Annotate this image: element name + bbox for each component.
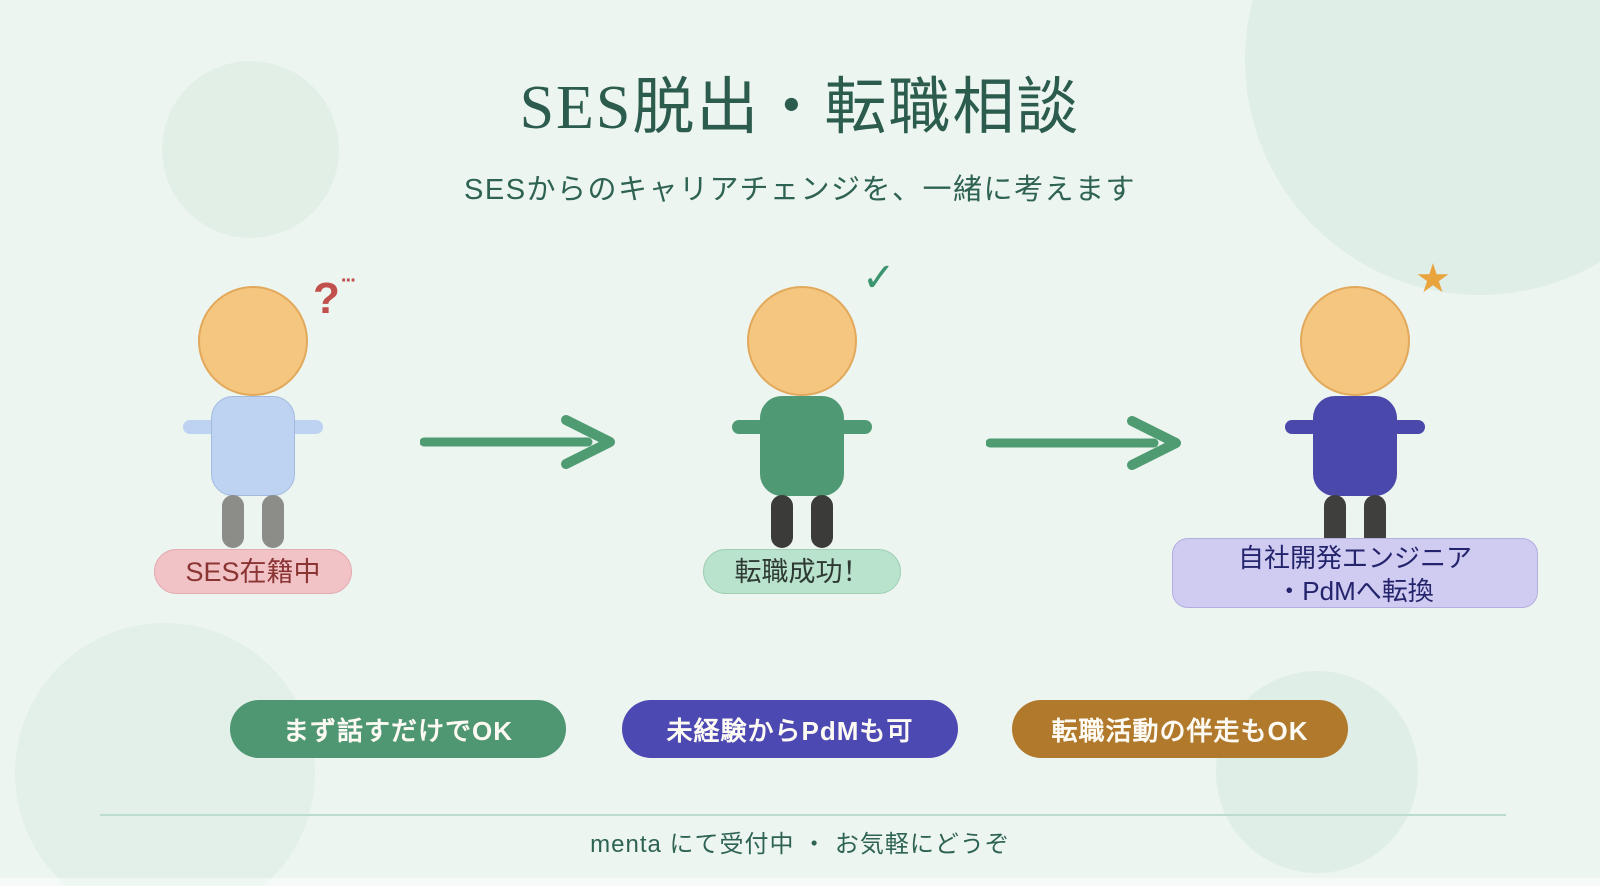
person-head	[1300, 286, 1410, 396]
checkmark-icon: ✓	[862, 256, 896, 300]
footer-divider	[100, 814, 1506, 816]
person-left-arm	[1285, 420, 1319, 434]
person-right-leg	[262, 495, 284, 548]
status-badge-success: 転職成功！	[703, 549, 901, 594]
status-badge-ses: SES在籍中	[154, 549, 352, 594]
question-mark-icon: ?···	[313, 259, 373, 321]
thinking-dots: ···	[340, 270, 357, 292]
person-right-arm	[838, 420, 872, 434]
person-head	[747, 286, 857, 396]
tag-just-talk-ok: まず話すだけでOK	[230, 700, 566, 758]
figure-ses-member: ?··· SES在籍中	[154, 255, 357, 615]
page-subtitle: SESからのキャリアチェンジを、一緒に考えます	[464, 174, 1136, 206]
decorative-bottom-strip	[0, 878, 1600, 886]
badge-line-2: ・PdMへ転換	[1276, 576, 1434, 606]
footer-note: menta にて受付中 ・ お気軽にどうぞ	[590, 831, 1010, 858]
tag-pdm-from-inexperienced: 未経験からPdMも可	[622, 700, 958, 758]
person-right-arm	[1391, 420, 1425, 434]
tag-job-hunt-support: 転職活動の伴走もOK	[1012, 700, 1348, 758]
person-left-arm	[183, 420, 217, 434]
question-glyph: ?	[313, 274, 340, 323]
star-icon: ★	[1415, 257, 1451, 301]
figure-job-change-success: ✓ 転職成功！	[703, 255, 901, 615]
decorative-circle-top-right	[1245, 0, 1600, 295]
person-body	[211, 396, 295, 496]
person-left-leg	[222, 495, 244, 548]
status-badge-inhouse-pdm: 自社開発エンジニア ・PdMへ転換	[1172, 538, 1538, 608]
arrow-right-icon	[420, 415, 615, 469]
arrow-right-icon	[986, 416, 1181, 470]
person-head	[198, 286, 308, 396]
person-right-leg	[1364, 495, 1386, 548]
person-left-leg	[1324, 495, 1346, 548]
figure-inhouse-engineer: ★ 自社開発エンジニア ・PdMへ転換	[1172, 255, 1538, 615]
person-left-arm	[732, 420, 766, 434]
page-title: SES脱出・転職相談	[519, 74, 1081, 142]
person-body	[760, 396, 844, 496]
person-left-leg	[771, 495, 793, 548]
badge-line-1: 自社開発エンジニア	[1237, 543, 1472, 573]
person-right-leg	[811, 495, 833, 548]
person-right-arm	[289, 420, 323, 434]
person-body	[1313, 396, 1397, 496]
decorative-circle-top-left	[162, 61, 339, 238]
